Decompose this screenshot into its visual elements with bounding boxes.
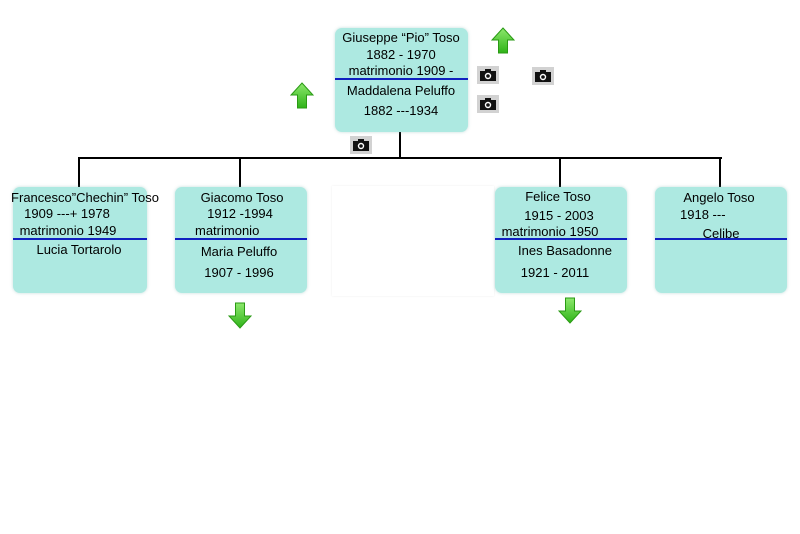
root-spouse-name: Maddalena Peluffo <box>346 83 456 98</box>
camera-icon[interactable] <box>532 67 554 85</box>
root-person-box[interactable]: Giuseppe “Pio” Toso 1882 - 1970 matrimon… <box>335 28 468 132</box>
child-1-separator <box>13 238 147 240</box>
camera-icon[interactable] <box>477 66 499 84</box>
child-1-spouse-name: Lucia Tortarolo <box>36 242 122 257</box>
green-down-arrow-icon[interactable] <box>228 302 252 329</box>
child-1-dates: 1909 ---+ 1978 <box>24 206 110 221</box>
child-3-separator <box>495 238 627 240</box>
green-up-arrow-icon[interactable] <box>290 82 314 109</box>
child-3-marriage: matrimonio 1950 <box>501 224 599 239</box>
green-up-arrow-icon[interactable] <box>491 27 515 54</box>
child-1-marriage: matrimonio 1949 <box>19 223 117 238</box>
child-4-dates: 1918 --- <box>680 207 726 222</box>
child-3-spouse-name: Ines Basadonne <box>518 243 612 258</box>
child-3-connector <box>559 157 561 187</box>
camera-icon[interactable] <box>350 136 372 154</box>
root-connector-vertical <box>399 132 401 159</box>
root-marriage: matrimonio 1909 - <box>348 63 454 78</box>
child-2-separator <box>175 238 307 240</box>
empty-slot <box>332 186 494 296</box>
child-2-marriage: matrimonio <box>195 223 260 238</box>
child-2-spouse-name: Maria Peluffo <box>200 244 278 259</box>
child-2-name: Giacomo Toso <box>200 190 284 205</box>
child-box-angelo[interactable]: Angelo Toso 1918 --- Celibe <box>655 187 787 293</box>
child-2-spouse-dates: 1907 - 1996 <box>204 265 274 280</box>
child-2-connector <box>239 157 241 187</box>
children-connector-horizontal <box>78 157 722 159</box>
child-4-connector <box>719 157 721 187</box>
root-spouse-dates: 1882 ---1934 <box>363 103 439 118</box>
child-3-spouse-dates: 1921 - 2011 <box>520 265 590 280</box>
child-2-dates: 1912 -1994 <box>207 206 273 221</box>
root-name: Giuseppe “Pio” Toso <box>342 30 460 45</box>
root-dates: 1882 - 1970 <box>366 47 436 62</box>
child-1-connector <box>78 157 80 187</box>
child-1-name: Francesco”Chechin” Toso <box>11 190 159 205</box>
child-4-separator <box>655 238 787 240</box>
camera-icon[interactable] <box>477 95 499 113</box>
green-down-arrow-icon[interactable] <box>558 297 582 324</box>
child-box-felice[interactable]: Felice Toso 1915 - 2003 matrimonio 1950 … <box>495 187 627 293</box>
child-box-francesco[interactable]: Francesco”Chechin” Toso 1909 ---+ 1978 m… <box>11 187 159 293</box>
child-3-dates: 1915 - 2003 <box>524 208 594 223</box>
child-3-name: Felice Toso <box>525 189 591 204</box>
root-separator <box>335 78 468 80</box>
child-4-name: Angelo Toso <box>683 190 755 205</box>
child-4-status: Celibe <box>702 226 740 241</box>
child-box-giacomo[interactable]: Giacomo Toso 1912 -1994 matrimonio Maria… <box>175 187 307 293</box>
